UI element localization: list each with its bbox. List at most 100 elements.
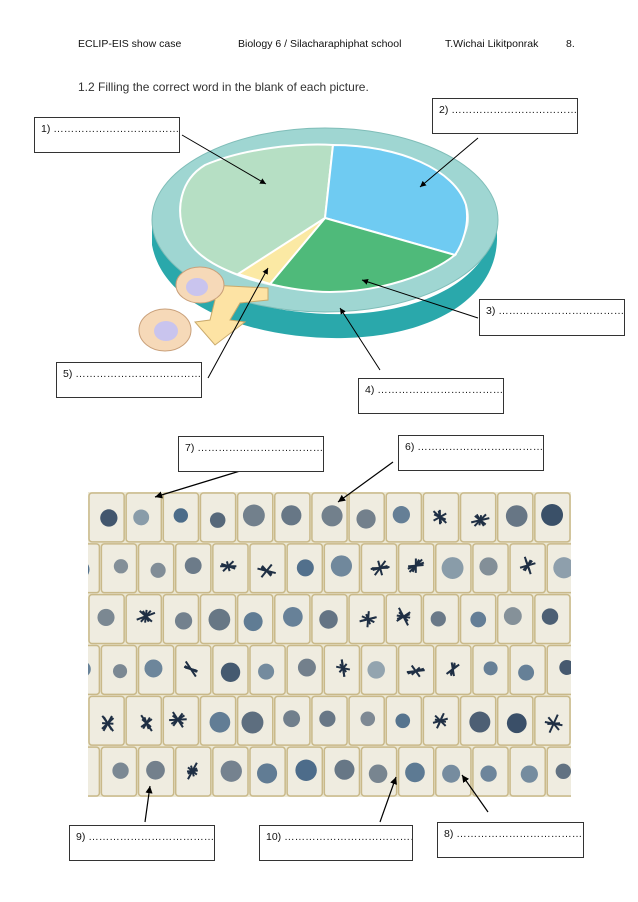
blank-1[interactable]: 1) ……………………………… xyxy=(34,117,180,153)
arrow-5 xyxy=(207,267,269,379)
header-left: ECLIP-EIS show case xyxy=(78,38,182,50)
cell-nucleus xyxy=(208,608,231,631)
cell-nucleus xyxy=(405,762,425,783)
cell-nucleus xyxy=(112,664,128,679)
blank-10[interactable]: 10) …………………………………… xyxy=(259,825,413,861)
blank-4[interactable]: 4) ……………………………… xyxy=(358,378,504,414)
page-number: 8. xyxy=(566,38,575,50)
cell-nucleus xyxy=(430,611,446,627)
chromosome xyxy=(450,662,455,677)
chromosome xyxy=(136,611,156,621)
cell-nucleus xyxy=(150,562,166,578)
cell-nucleus xyxy=(559,659,571,676)
cell-nucleus xyxy=(480,765,497,782)
cell-nucleus xyxy=(220,662,241,682)
blank-9[interactable]: 9) ……………………………… xyxy=(69,825,215,861)
chromosome xyxy=(184,660,197,678)
root-tip-cell xyxy=(88,746,101,797)
chromosome xyxy=(407,667,425,675)
cell-nucleus xyxy=(330,555,353,577)
cell-nucleus xyxy=(319,610,338,629)
nucleus-lower xyxy=(154,321,178,341)
chromosome xyxy=(260,566,273,576)
blank-7[interactable]: 7) ……………………………… xyxy=(178,436,324,472)
chromosome xyxy=(190,765,195,777)
arrow-1 xyxy=(181,134,267,185)
root-tip-cell xyxy=(88,543,101,594)
cell-nucleus xyxy=(297,658,316,677)
chromosome xyxy=(433,513,447,521)
cell-nucleus xyxy=(367,661,385,679)
cell-nucleus xyxy=(184,557,202,575)
arrow-3 xyxy=(361,279,479,319)
cell-nucleus xyxy=(483,661,498,676)
cell-nucleus xyxy=(100,509,118,527)
arrow-4 xyxy=(339,307,381,371)
chromosome xyxy=(407,561,425,570)
onion-root-tip-micrograph xyxy=(88,492,571,797)
cell-nucleus xyxy=(173,508,189,523)
cell-nucleus xyxy=(242,504,265,527)
cell-nucleus xyxy=(334,759,355,780)
cell-nucleus xyxy=(88,564,90,575)
cell-nucleus xyxy=(113,559,129,574)
nucleus-upper xyxy=(186,278,208,296)
cell-nucleus xyxy=(283,607,303,627)
cell-nucleus xyxy=(319,710,336,727)
cell-nucleus xyxy=(97,608,115,626)
cell-nucleus xyxy=(281,505,302,526)
cell-nucleus xyxy=(503,607,522,626)
blank-2[interactable]: 2) ……………………………… xyxy=(432,98,578,134)
header-center: Biology 6 / Silacharaphiphat school xyxy=(238,38,402,50)
chromosome xyxy=(371,566,389,570)
cell-nucleus xyxy=(243,612,263,632)
cell-nucleus xyxy=(321,505,343,527)
cell-nucleus xyxy=(392,506,410,524)
root-tip-cell xyxy=(88,644,101,696)
cell-nucleus xyxy=(470,611,487,628)
chromosome xyxy=(523,556,532,575)
cell-nucleus xyxy=(220,760,242,782)
arrow-2 xyxy=(419,137,479,188)
chromosome xyxy=(140,714,153,732)
chromosome xyxy=(101,717,115,730)
chromosome xyxy=(436,712,445,729)
cell-nucleus xyxy=(479,557,498,576)
cell-nucleus xyxy=(296,559,314,577)
cell-nucleus xyxy=(209,512,226,528)
mitosis-arrow xyxy=(194,284,269,346)
cell-nucleus xyxy=(209,711,231,733)
cell-nucleus xyxy=(518,664,535,681)
cell-nucleus xyxy=(360,711,376,727)
cell-cycle-diagram xyxy=(138,127,499,379)
cell-nucleus xyxy=(258,663,275,680)
cell-nucleus xyxy=(356,509,376,529)
chromosome xyxy=(222,560,235,572)
blank-5[interactable]: 5) ……………………………… xyxy=(56,362,202,398)
cell-nucleus xyxy=(144,659,163,678)
cell-nucleus xyxy=(368,764,388,784)
cell-nucleus xyxy=(88,662,91,676)
header-author: T.Wichai Likitponrak xyxy=(445,38,539,50)
blank-3[interactable]: 3) ……………………………… xyxy=(479,299,625,336)
ring-side xyxy=(152,215,497,339)
cell-nucleus xyxy=(257,763,278,784)
cell-nucleus xyxy=(541,608,559,625)
cell-nucleus xyxy=(553,557,571,579)
cell-nucleus xyxy=(146,760,165,780)
cell-nucleus xyxy=(133,509,150,526)
phase-m xyxy=(235,217,326,286)
chromosome xyxy=(170,714,185,725)
blank-8[interactable]: 8) ……………………………… xyxy=(437,822,584,858)
cell-nucleus xyxy=(555,763,571,779)
cell-nucleus xyxy=(283,710,301,728)
cell-nucleus xyxy=(241,711,264,734)
cell-nucleus xyxy=(505,505,528,527)
phase-g2 xyxy=(268,216,458,294)
chromosome xyxy=(360,616,376,622)
cell-nucleus xyxy=(442,764,461,783)
cell-nucleus xyxy=(112,762,129,779)
cell-nucleus xyxy=(395,713,411,729)
cell-nucleus xyxy=(295,759,317,781)
blank-6[interactable]: 6) ……………………………… xyxy=(398,435,544,471)
